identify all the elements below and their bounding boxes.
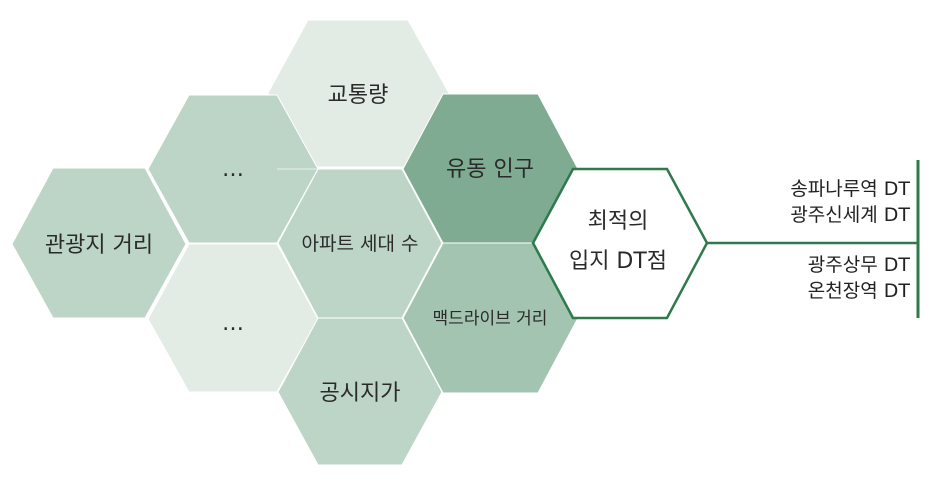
result-group-1: 송파나루역 DT 광주신세계 DT: [790, 176, 910, 228]
hex-apartment-households-label: 아파트 세대 수: [302, 233, 419, 255]
hex-tourist-distance: 관광지 거리: [11, 167, 187, 319]
hex-optimal-location: 최적의 입지 DT점: [531, 167, 709, 320]
result-item: 송파나루역 DT: [790, 178, 910, 200]
hex-land-price-label: 공시지가: [320, 381, 401, 406]
result-group-2: 광주상무 DT 온천장역 DT: [808, 252, 910, 304]
optimal-label-line1: 최적의: [588, 209, 649, 234]
result-item: 온천장역 DT: [807, 280, 910, 302]
hex-dots-lower: …: [147, 243, 319, 393]
hex-dots-upper: …: [147, 94, 319, 244]
result-item: 광주상무 DT: [807, 254, 910, 276]
hex-tourist-distance-label: 관광지 거리: [45, 233, 153, 258]
hex-dots-lower-label: …: [222, 311, 244, 336]
hex-apartment-households: 아파트 세대 수: [277, 168, 443, 319]
hex-mcdrive-distance: 맥드라이브 거리: [402, 242, 579, 394]
hex-dots-upper-label: …: [222, 157, 244, 182]
optimal-hex-outline: [531, 167, 709, 320]
hex-land-price: 공시지가: [277, 317, 443, 466]
result-item: 광주신세계 DT: [790, 204, 910, 226]
hex-floating-population: 유동 인구: [402, 93, 579, 244]
hex-traffic-label: 교통량: [328, 83, 389, 108]
hex-mcdrive-distance-label: 맥드라이브 거리: [433, 309, 548, 329]
optimal-label-line2: 입지 DT점: [569, 249, 667, 274]
hex-floating-population-label: 유동 인구: [446, 157, 534, 182]
